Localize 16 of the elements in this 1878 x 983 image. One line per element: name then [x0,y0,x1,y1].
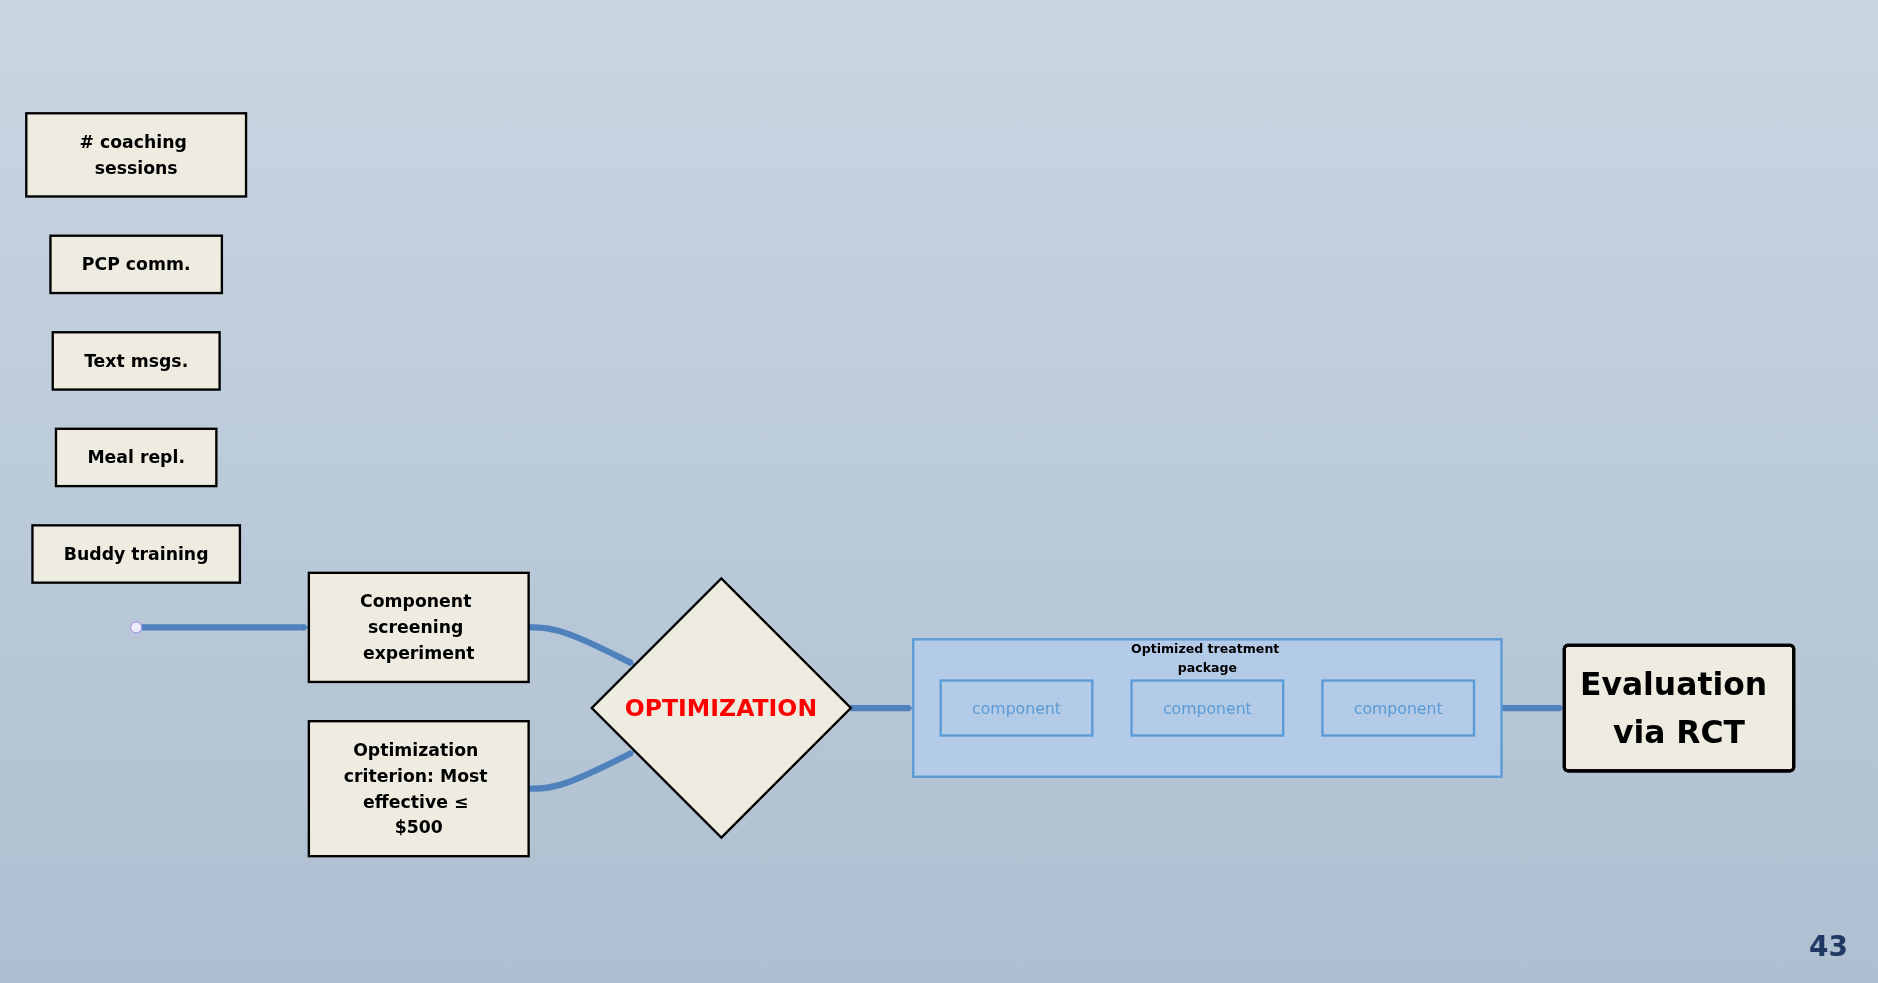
arrow [850,704,914,712]
arrow [1501,704,1565,712]
node-box: Text msgs. [51,331,221,391]
node-box: Optimization criterion: Most effective ≤ $500 [307,720,530,858]
slide-number: 43 [1809,930,1848,963]
node-box: PCP comm. [49,234,224,295]
node-box: Meal repl. [54,427,218,488]
node-box: # coaching sessions [25,112,248,198]
node-box: Buddy training [31,524,242,585]
node-box: component [1130,679,1285,737]
node-box: component [939,679,1094,737]
node-box: component [1321,679,1476,737]
arrow [528,750,635,793]
node-box: Component screening experiment [307,571,530,684]
arrow [528,624,635,667]
node-diamond: OPTIMIZATION [590,577,853,840]
